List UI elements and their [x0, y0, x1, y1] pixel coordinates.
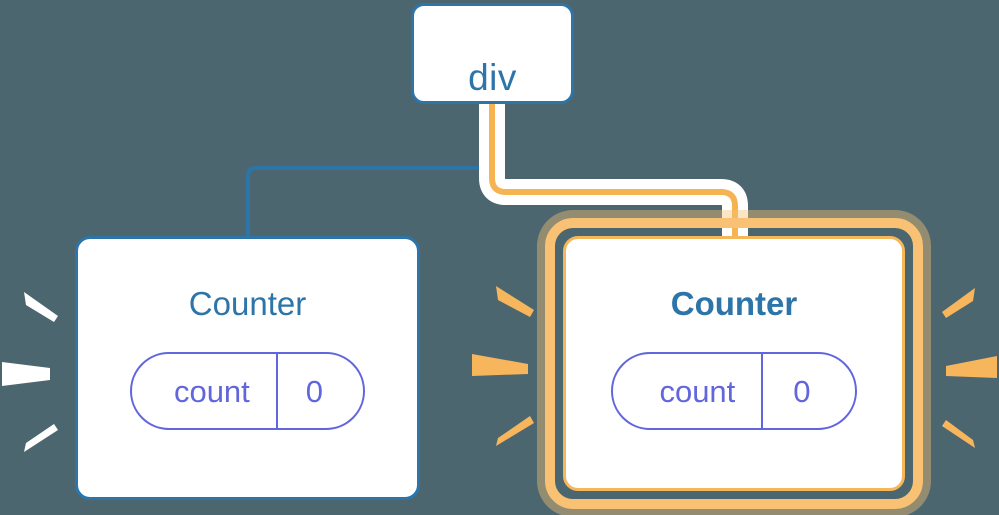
- node-counter-left-label: Counter: [188, 285, 307, 322]
- sparkle-group-right-orange: [942, 288, 997, 448]
- sparkle-ray-upper: [496, 286, 534, 317]
- state-value-left: 0: [275, 354, 363, 428]
- sparkle-ray-lower: [496, 416, 534, 446]
- sparkle-group-mid-orange: [472, 286, 534, 446]
- node-div[interactable]: div: [411, 3, 574, 104]
- sparkle-group-left-white: [2, 292, 58, 452]
- sparkle-ray-upper: [942, 288, 975, 318]
- sparkle-ray-lower: [24, 424, 58, 452]
- node-counter-right-label: Counter: [670, 285, 798, 322]
- state-key-left: count: [173, 373, 250, 409]
- state-pill-right[interactable]: count 0: [611, 352, 857, 430]
- sparkle-ray-upper: [24, 292, 58, 322]
- sparkle-ray-middle: [472, 354, 528, 376]
- state-value-right: 0: [761, 354, 854, 428]
- state-pill-left[interactable]: count 0: [129, 352, 366, 430]
- state-key-right: count: [659, 373, 736, 409]
- node-div-label: div: [468, 57, 517, 98]
- sparkle-ray-lower: [942, 420, 975, 448]
- node-counter-left[interactable]: Counter count 0: [75, 236, 420, 500]
- node-counter-right[interactable]: Counter count 0: [563, 236, 905, 491]
- edge-div-to-left-counter: [246, 103, 494, 238]
- sparkle-ray-middle: [2, 362, 50, 386]
- sparkle-ray-middle: [946, 356, 997, 378]
